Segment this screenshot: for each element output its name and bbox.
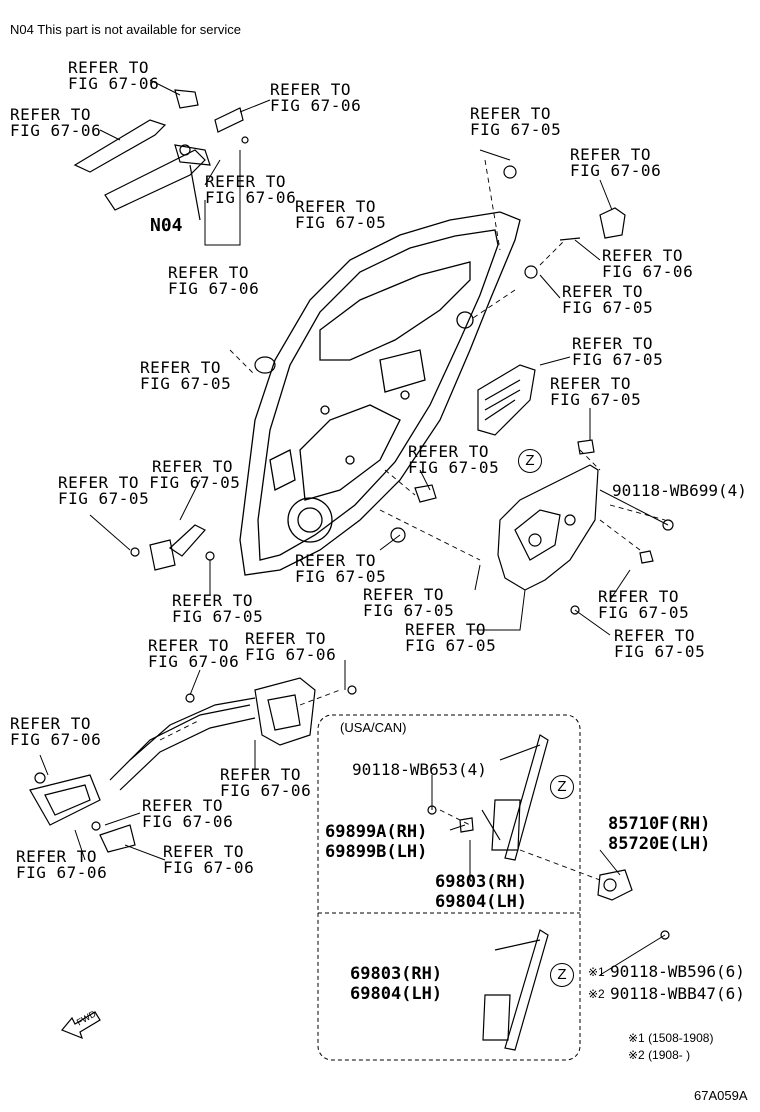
refer-label-inline: REFER TO FIG 67-05 bbox=[58, 473, 241, 492]
part-plate: 69899A(RH)69899B(LH) bbox=[325, 822, 428, 862]
footnote-2: ※2 (1908- ) bbox=[628, 1048, 691, 1062]
part-screw-4: 90118-WB699(4) bbox=[612, 481, 747, 500]
bolt6-b-mark: ※2 bbox=[588, 987, 605, 1001]
refer-label: REFER TO bbox=[152, 457, 234, 476]
door-clips bbox=[254, 165, 538, 543]
check-link bbox=[130, 524, 215, 571]
region-label: (USA/CAN) bbox=[340, 720, 407, 735]
footnote-1: ※1 (1508-1908) bbox=[628, 1031, 714, 1045]
usa-can-box bbox=[317, 714, 581, 1061]
rear-door-frame bbox=[239, 211, 521, 576]
part-regulator-lower: 69803(RH)69804(LH) bbox=[350, 964, 443, 1004]
forward-arrow bbox=[61, 1011, 101, 1040]
z-marker: Z bbox=[550, 775, 574, 799]
leader-lines bbox=[39, 79, 669, 976]
bolt6-a-mark: ※1 bbox=[588, 965, 605, 979]
speaker-bracket bbox=[477, 364, 536, 436]
z-marker: Z bbox=[550, 963, 574, 987]
window-regulator-upper bbox=[427, 734, 549, 861]
window-motor bbox=[597, 869, 670, 940]
outside-handle-group bbox=[73, 89, 249, 221]
part-regulator-upper: 69803(RH)69804(LH) bbox=[435, 872, 528, 912]
header-note: N04 This part is not available for servi… bbox=[10, 22, 241, 37]
part-bolt6-b: 90118-WBB47(6) bbox=[610, 984, 745, 1003]
refer-label: FIG 67-05 bbox=[58, 489, 150, 508]
part-motor: 85710F(RH)85720E(LH) bbox=[608, 814, 711, 854]
z-marker: Z bbox=[518, 449, 542, 473]
diagram-code: 67A059A bbox=[694, 1088, 748, 1103]
window-regulator-lower bbox=[482, 929, 549, 1051]
door-module-panel bbox=[497, 439, 674, 615]
door-hinge-bracket bbox=[559, 207, 626, 241]
part-bolt6-a: 90118-WB596(6) bbox=[610, 962, 745, 981]
latch-assembly bbox=[29, 677, 357, 853]
part-bolt-4: 90118-WB653(4) bbox=[352, 760, 487, 779]
n04-tag: N04 bbox=[150, 215, 183, 236]
